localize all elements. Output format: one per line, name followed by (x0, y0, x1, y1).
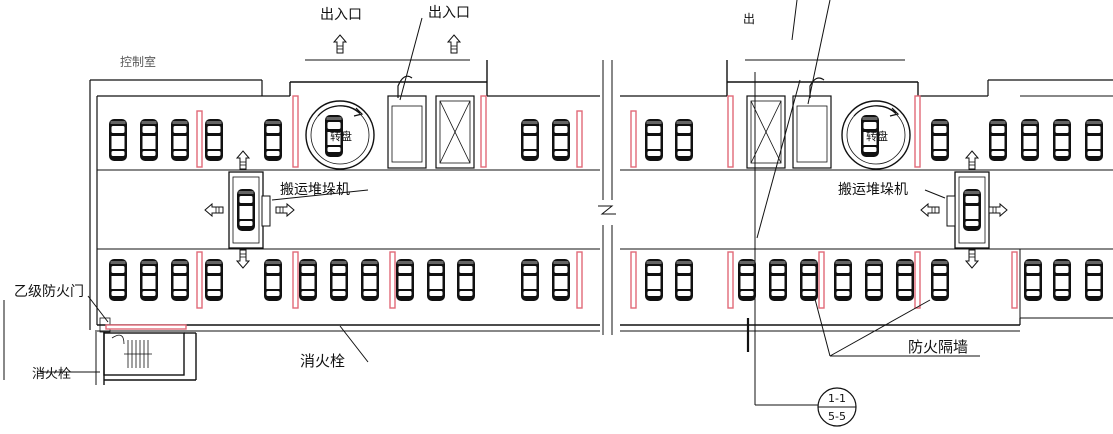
car-icon (865, 259, 883, 301)
stacker-machine-right (946, 171, 990, 249)
car-icon (396, 259, 414, 301)
car-icon (330, 259, 348, 301)
car-icon (264, 259, 282, 301)
car-icon (645, 119, 663, 161)
turntable-icon (841, 100, 911, 170)
car-icon (361, 259, 379, 301)
fire-door-label: 乙级防火门 (14, 284, 84, 300)
car-icon (931, 259, 949, 301)
fire-separation-walls (105, 95, 1018, 330)
car-icon (931, 119, 949, 161)
car-icon (109, 119, 127, 161)
outer-walls (89, 59, 1113, 385)
entrance-exit-label-1: 出入口 (320, 7, 362, 23)
car-icon (457, 259, 475, 301)
stairs (99, 317, 152, 368)
lift-right (746, 77, 832, 169)
car-icon (299, 259, 317, 301)
section-top: 1-1 (828, 392, 846, 405)
car-icon (171, 259, 189, 301)
control-room-label: 控制室 (120, 54, 156, 69)
section-symbol: 1-1 5-5 (817, 387, 857, 427)
firewall-label: 防火隔墙 (908, 338, 968, 356)
entrance-exit-label-3: 出 (743, 12, 755, 26)
car-icon (675, 259, 693, 301)
car-icon (675, 119, 693, 161)
car-icon (800, 259, 818, 301)
car-icon (1024, 259, 1042, 301)
car-icon (140, 119, 158, 161)
car-icon (140, 259, 158, 301)
car-icon (896, 259, 914, 301)
entrance-exit-label-2: 出入口 (428, 5, 470, 21)
turntable-label-2: 转盘 (866, 129, 888, 143)
turntable-icon (305, 100, 375, 170)
car-icon (989, 119, 1007, 161)
hydrant-label-1: 消火栓 (300, 352, 345, 370)
leader-lines (3, 0, 980, 406)
car-icon (171, 119, 189, 161)
car-icon (645, 259, 663, 301)
car-icon (521, 119, 539, 161)
car-icon (264, 119, 282, 161)
car-icon (552, 119, 570, 161)
car-icon (1053, 119, 1071, 161)
car-icon (109, 259, 127, 301)
stacker-label-2: 搬运堆垛机 (838, 182, 908, 198)
stacker-label-1: 搬运堆垛机 (280, 182, 350, 198)
car-icon (1053, 259, 1071, 301)
car-icon (834, 259, 852, 301)
car-icon (427, 259, 445, 301)
car-icon (205, 119, 223, 161)
car-icon (1021, 119, 1039, 161)
lift-left (387, 75, 475, 169)
car-icon (1085, 259, 1103, 301)
stacker-machine-left (228, 171, 271, 249)
car-icon (552, 259, 570, 301)
car-icon (205, 259, 223, 301)
car-icon (769, 259, 787, 301)
car-icon (521, 259, 539, 301)
car-icon (1085, 119, 1103, 161)
turntable-label-1: 转盘 (330, 129, 352, 143)
section-bottom: 5-5 (828, 410, 846, 423)
car-icon (738, 259, 756, 301)
hydrant-label-2: 消火栓 (32, 367, 71, 382)
